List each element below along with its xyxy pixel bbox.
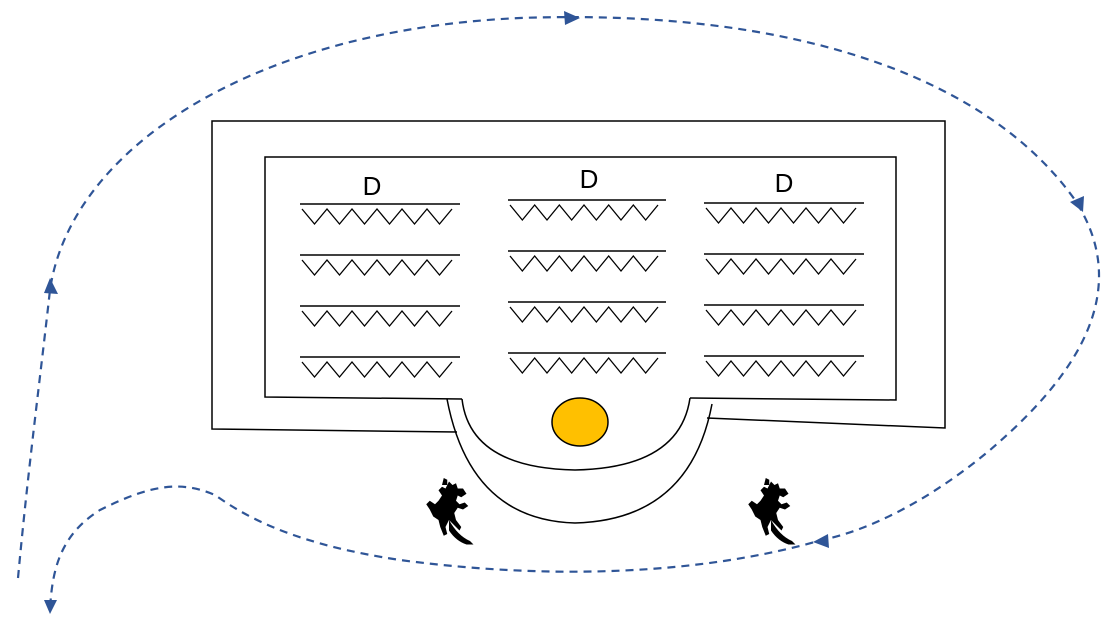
inner-wall bbox=[264, 156, 897, 401]
inner-apse-curve bbox=[461, 397, 691, 471]
row-zigzag bbox=[705, 359, 857, 378]
sun-circle bbox=[551, 397, 609, 447]
column-label-d-center: D bbox=[580, 164, 599, 194]
row-zigzag bbox=[509, 305, 659, 324]
arrow-icon bbox=[564, 11, 580, 25]
arrow-icon bbox=[44, 600, 57, 614]
row-zigzag bbox=[705, 308, 857, 327]
row-zigzag bbox=[705, 257, 857, 276]
horse-rider-icon bbox=[426, 478, 474, 545]
row-zigzag bbox=[301, 207, 453, 226]
outer-apse-curve bbox=[446, 398, 713, 524]
outer-wall bbox=[211, 120, 946, 433]
column-label-d-right: D bbox=[775, 168, 794, 198]
horse-rider-icon bbox=[748, 478, 796, 545]
arrow-icon bbox=[44, 278, 58, 294]
dashed-arrow-path bbox=[16, 16, 1101, 611]
row-zigzag bbox=[509, 203, 659, 222]
arrow-icon bbox=[813, 534, 829, 548]
row-zigzag bbox=[705, 206, 857, 225]
column-label-d-left: D bbox=[363, 171, 382, 201]
arrow-icon bbox=[1070, 196, 1084, 212]
row-zigzag bbox=[301, 258, 453, 277]
seating-rows bbox=[300, 199, 864, 379]
row-zigzag bbox=[301, 360, 453, 379]
row-zigzag bbox=[509, 356, 659, 375]
row-zigzag bbox=[509, 254, 659, 273]
row-zigzag bbox=[301, 309, 453, 328]
